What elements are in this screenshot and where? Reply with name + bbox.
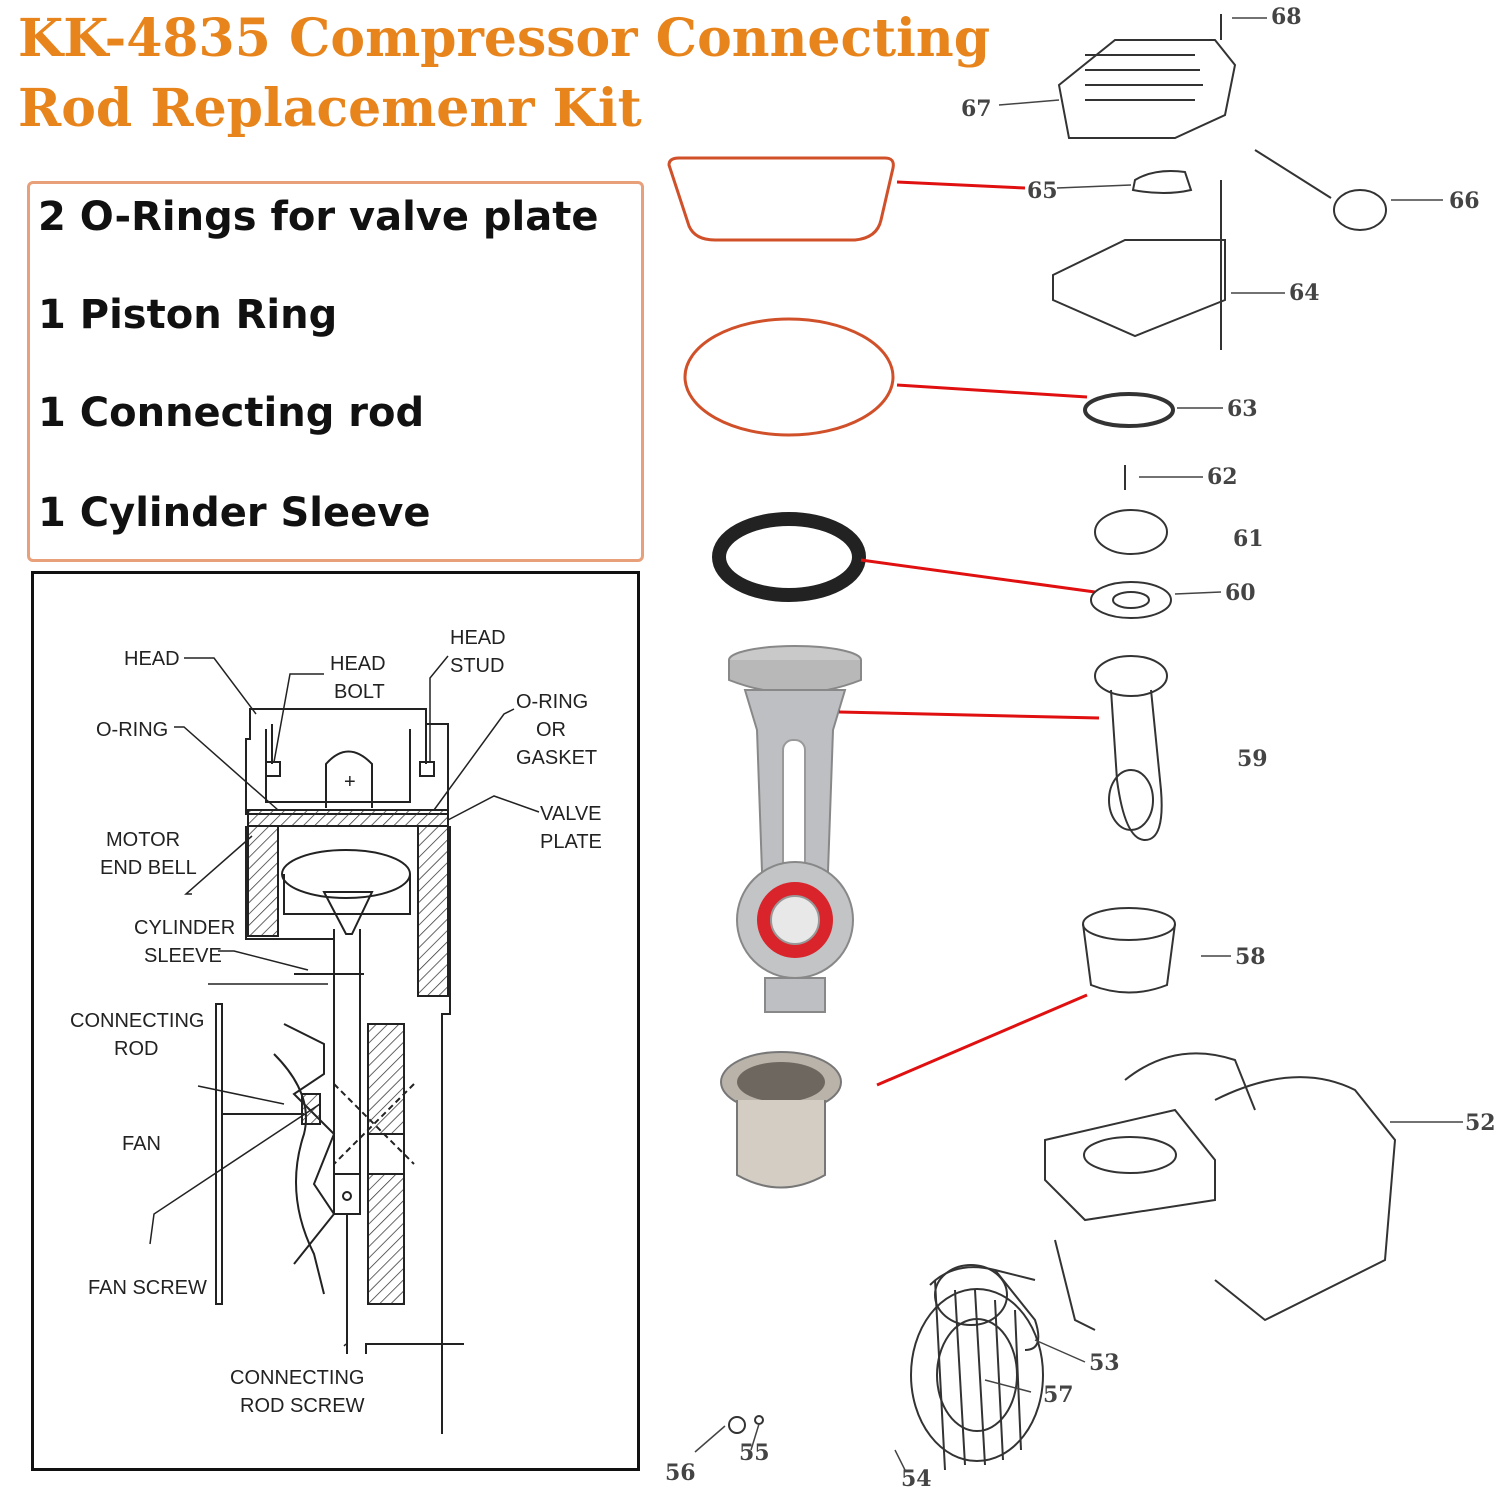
part-number-54: 54 (901, 1466, 932, 1492)
label-motor-end-bell-1: MOTOR (106, 829, 180, 851)
callout-lines (838, 180, 1100, 1087)
cross-section-svg: + HEAD HEAD BOLT HEAD STUD (70, 627, 602, 1434)
cross-section-diagram: + HEAD HEAD BOLT HEAD STUD (31, 571, 640, 1471)
part-number-55: 55 (739, 1440, 770, 1466)
piston-ring-photo (712, 512, 866, 602)
cylinder-sleeve-photo (720, 1051, 842, 1189)
part-number-59: 59 (1237, 746, 1268, 772)
label-oring-gasket-2: OR (536, 719, 566, 741)
kit-item-cylinder-sleeve: 1 Cylinder Sleeve (38, 490, 431, 536)
label-fan-screw: FAN SCREW (88, 1277, 207, 1299)
label-cylinder-sleeve-1: CYLINDER (134, 917, 235, 939)
label-head-stud-1: HEAD (450, 627, 506, 649)
part-number-63: 63 (1227, 396, 1258, 422)
leader-lines (149, 655, 540, 1347)
head-plus-mark: + (344, 771, 356, 793)
label-rod-screw-1: CONNECTING (230, 1367, 364, 1389)
label-head-bolt-2: BOLT (334, 681, 385, 703)
part-number-52: 52 (1465, 1110, 1496, 1136)
kit-item-orings: 2 O-Rings for valve plate (38, 194, 599, 240)
part-number-53: 53 (1089, 1350, 1120, 1376)
kit-contents-box: 2 O-Rings for valve plate 1 Piston Ring … (27, 181, 644, 562)
part-number-65: 65 (1027, 178, 1058, 204)
exploded-parts-diagram: 68 67 66 65 64 63 62 61 60 59 58 52 53 5… (665, 4, 1496, 1492)
part-number-60: 60 (1225, 580, 1256, 606)
part-number-62: 62 (1207, 464, 1238, 490)
part-number-leaders (694, 17, 1463, 1471)
part-number-58: 58 (1235, 944, 1266, 970)
label-oring-gasket-1: O-RING (516, 691, 588, 713)
exploded-line-art (728, 14, 1397, 1471)
label-connecting-rod-2: ROD (114, 1038, 158, 1060)
oring-photo-valve-plate (667, 156, 895, 242)
part-number-61: 61 (1233, 526, 1264, 552)
part-number-64: 64 (1289, 280, 1320, 306)
title-line-1: KK-4835 Compressor Connecting (18, 8, 991, 69)
label-oring-gasket-3: GASKET (516, 747, 597, 769)
part-number-68: 68 (1271, 4, 1302, 30)
label-rod-screw-2: ROD SCREW (240, 1395, 365, 1417)
label-valve-plate-1: VALVE (540, 803, 602, 825)
part-number-66: 66 (1449, 188, 1480, 214)
part-number-57: 57 (1043, 1382, 1074, 1408)
kit-item-piston-ring: 1 Piston Ring (38, 292, 338, 338)
cross-section-lines (215, 708, 464, 1434)
title-line-2: Rod Replacemenr Kit (18, 78, 642, 139)
part-number-67: 67 (961, 96, 992, 122)
label-cylinder-sleeve-2: SLEEVE (144, 945, 222, 967)
oring-photo-round (683, 317, 895, 437)
connecting-rod-photo (728, 645, 862, 1013)
label-motor-end-bell-2: END BELL (100, 857, 197, 879)
part-number-56: 56 (665, 1460, 696, 1486)
kit-item-connecting-rod: 1 Connecting rod (38, 390, 425, 436)
label-oring: O-RING (96, 719, 168, 741)
label-fan: FAN (122, 1133, 161, 1155)
label-connecting-rod-1: CONNECTING (70, 1010, 204, 1032)
label-head-bolt-1: HEAD (330, 653, 386, 675)
label-valve-plate-2: PLATE (540, 831, 602, 853)
label-head-stud-2: STUD (450, 655, 504, 677)
label-head: HEAD (124, 648, 180, 670)
